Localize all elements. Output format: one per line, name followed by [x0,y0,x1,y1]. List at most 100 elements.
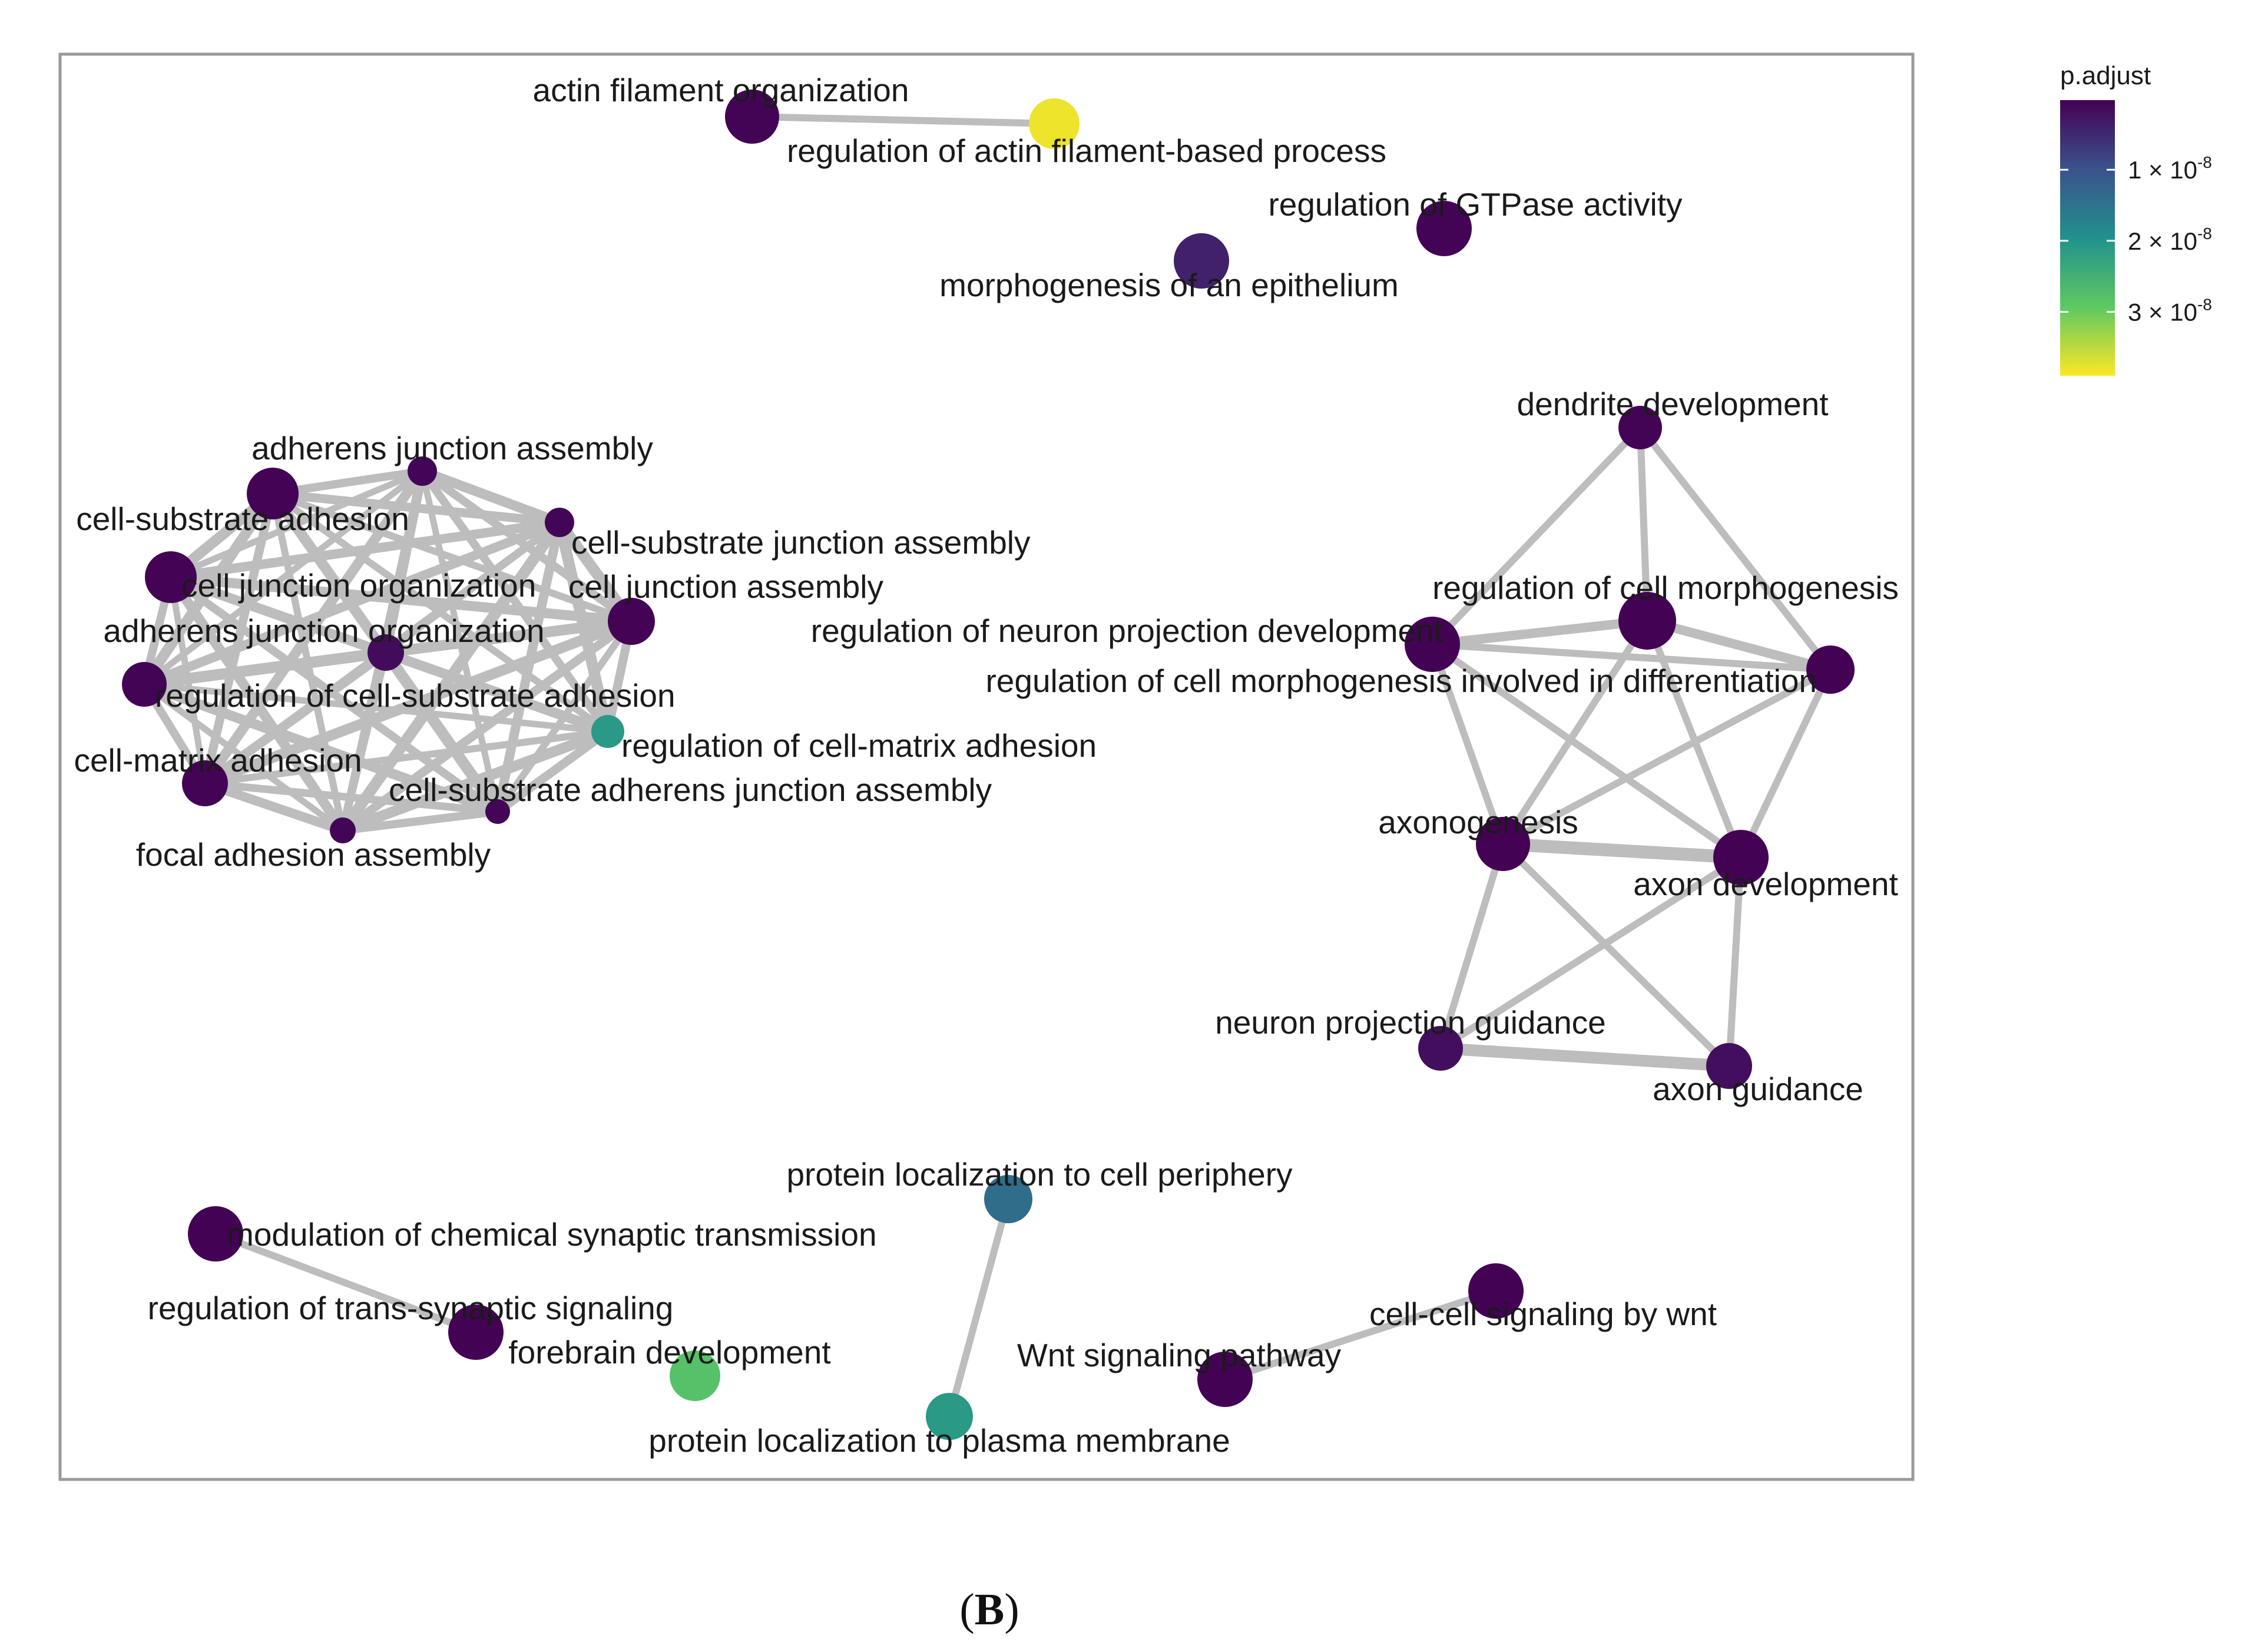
edge-reg_cell_morph-axonogenesis [1499,617,1651,847]
node-reg-gtpase [1416,201,1472,256]
edge-reg_cma-cm_adhesion [201,728,611,787]
node-cm-adhesion [182,760,228,806]
node-label-fa-assembly: focal adhesion assembly [136,836,491,873]
node-label-npg: neuron projection guidance [1215,1004,1606,1041]
edge-cm_adhesion-csaj_assembly [201,779,502,816]
node-wnt-path [1197,1352,1253,1407]
node-csj-assembly [545,508,574,537]
node-label-axonogenesis: axonogenesis [1378,804,1578,840]
node-dendrite-dev [1618,406,1662,449]
edge-cs_adhesion-cj_assembly [269,490,635,625]
edge-reg_cell_morph-reg_cmid [1643,616,1835,674]
node-label-cj-assembly: cell junction assembly [568,568,883,605]
node-reg-tss [448,1305,504,1360]
legend-tick-label: 1 × 10-8 [2128,153,2212,184]
node-label-reg-cell-morph: regulation of cell morphogenesis [1432,570,1899,606]
node-label-cs-adhesion: cell-substrate adhesion [76,501,409,537]
legend-tick-mantissa: 1 × 10 [2128,156,2197,184]
edge-reg_npd-axonogenesis [1429,641,1507,847]
node-label-forebrain-dev: forebrain development [508,1334,830,1370]
node-morph-epi [1174,233,1229,289]
node-aj-org [368,634,404,671]
legend-colorbar [2060,100,2115,376]
node-label-reg-tss: regulation of trans-synaptic signaling [148,1290,674,1326]
node-label-reg-npd: regulation of neuron projection developm… [811,613,1443,649]
legend-tick-exponent: -8 [2197,224,2212,243]
node-reg-csa [122,662,167,707]
edge-reg_csa-reg_cma [141,681,611,735]
node-actin-org [725,90,779,144]
node-label-actin-org: actin filament organization [533,72,909,108]
edge-axonogenesis-axon_guid [1499,840,1733,1070]
edge-reg_npd-reg_cmid [1429,641,1834,673]
node-npg [1418,1026,1463,1071]
node-prot-loc-pm [926,1393,973,1440]
node-reg-npd [1405,617,1460,672]
edge-dendrite_dev-reg_cmid [1637,424,1834,673]
legend-tick-mantissa: 2 × 10 [2128,227,2197,255]
node-ccs-wnt [1468,1263,1524,1319]
edge-aj_org-reg_csa [138,647,392,690]
node-forebrain-dev [670,1350,720,1401]
node-axon-guid [1706,1043,1752,1089]
edge-cj_assembly-fa_assembly [338,617,636,835]
node-label-csaj-assembly: cell-substrate adherens junction assembl… [389,772,992,808]
node-reg-actin [1029,98,1080,149]
edge-aj_org-cm_adhesion [200,648,390,788]
edge-npg-axon_guid [1435,1042,1735,1072]
node-label-prot-loc-pm: protein localization to plasma membrane [648,1422,1230,1459]
node-label-aj-assembly: adherens junction assembly [251,430,653,466]
legend-tick-exponent: -8 [2197,153,2212,171]
edge-dendrite_dev-reg_npd [1429,424,1644,648]
node-fa-assembly [330,817,356,843]
node-label-reg-cma: regulation of cell-matrix adhesion [621,727,1097,764]
node-axon-dev [1713,830,1769,885]
node-label-dendrite-dev: dendrite development [1517,386,1829,422]
edge-cj_org-cj_assembly [165,572,637,627]
edge-mod_cst-reg_tss [212,1230,479,1336]
edge-reg_csa-fa_assembly [141,681,346,834]
node-label-reg-actin: regulation of actin filament-based proce… [787,133,1386,169]
node-label-wnt-path: Wnt signaling pathway [1017,1337,1342,1373]
panel-label: B [974,1585,1005,1634]
edge-aj_org-reg_cma [382,648,612,736]
legend-tick-label: 2 × 10-8 [2128,224,2212,255]
labels-layer: actin filament organization regulation of… [74,72,1898,1459]
legend-tick-label: 3 × 10-8 [2128,295,2212,326]
node-cj-assembly [608,598,655,645]
node-label-ccs-wnt: cell-cell signaling by wnt [1369,1296,1717,1332]
node-axonogenesis [1476,817,1530,871]
edge-axonogenesis-axon_dev [1497,837,1747,864]
node-label-morph-epi: morphogenesis of an epithelium [939,267,1399,303]
node-label-reg-csa: regulation of cell-substrate adhesion [155,677,676,714]
node-mod-cst [188,1206,243,1262]
node-cj-org [145,551,197,603]
edge-cs_adhesion-csj_assembly [268,489,564,527]
node-reg-cma [591,715,624,748]
node-label-reg-gtpase: regulation of GTPase activity [1268,186,1683,223]
edge-reg_npd-axon_dev [1429,641,1744,861]
edge-csaj_assembly-fa_assembly [339,807,502,835]
edge-csj_assembly-reg_csa [140,518,564,689]
node-label-axon-dev: axon development [1633,866,1898,902]
edge-aj_assembly-csj_assembly [417,466,565,528]
color-legend: p.adjust 1 × 10-82 × 10-83 × 10-8 [2060,61,2212,376]
legend-tick-mantissa: 3 × 10 [2128,298,2197,326]
nodes-layer [122,90,1855,1440]
edge-reg_cma-fa_assembly [337,726,613,836]
edge-reg_npd-reg_cell_morph [1428,616,1652,649]
node-label-reg-cmid: regulation of cell morphogenesis involve… [985,663,1817,699]
node-label-csj-assembly: cell-substrate junction assembly [571,524,1031,561]
edge-cj_org-fa_assembly [165,572,348,836]
panel-caption: (B) [959,1585,1019,1634]
node-label-cm-adhesion: cell-matrix adhesion [74,742,362,779]
node-cs-adhesion [247,468,299,519]
edge-reg_cmid-axon_dev [1737,666,1834,861]
node-label-cj-org: cell junction organization [181,567,536,604]
edge-reg_cmid-axonogenesis [1499,666,1834,847]
legend-title: p.adjust [2060,61,2151,90]
node-prot-loc-periph [984,1175,1032,1223]
node-csaj-assembly [485,799,510,824]
